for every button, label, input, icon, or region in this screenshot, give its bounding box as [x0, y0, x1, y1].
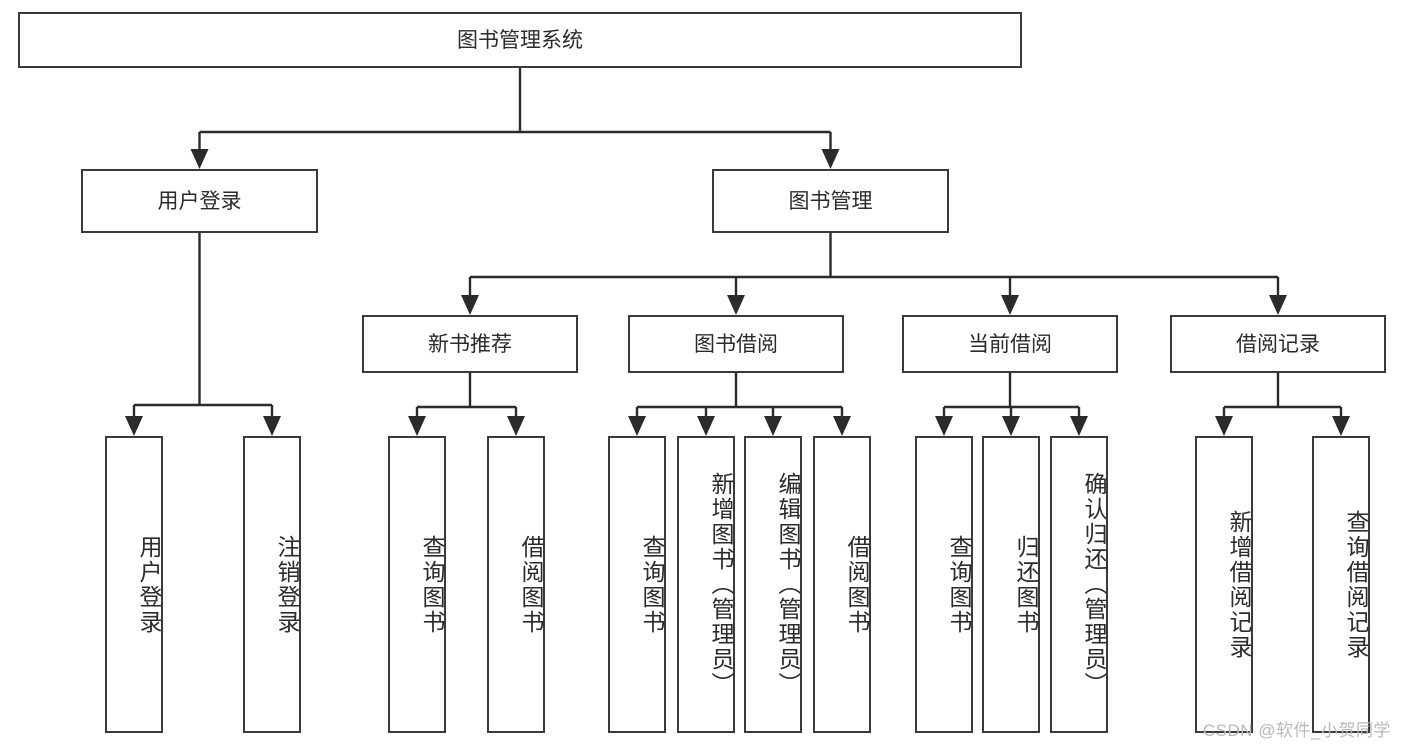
- node-label-rec-borrow-book: 借阅图书: [518, 534, 544, 635]
- node-label-cur-query-book: 查询图书: [946, 534, 972, 635]
- node-borrow-edit-book[interactable]: 编辑图书（管理员）: [744, 436, 802, 733]
- node-label-borrow-record: 借阅记录: [1236, 332, 1320, 356]
- arrow-head-borrow-add-book: [697, 416, 715, 436]
- arrow-head-rec-add-record: [1215, 416, 1233, 436]
- arrow-head-rec-borrow-book: [507, 416, 525, 436]
- arrow-head-borrow-record: [1269, 295, 1287, 315]
- node-borrow-query-book[interactable]: 查询图书: [608, 436, 666, 733]
- node-label-rec-add-record: 新增借阅记录: [1226, 509, 1252, 660]
- arrow-head-cur-confirm-return: [1070, 416, 1088, 436]
- node-label-borrow-edit-book: 编辑图书（管理员）: [775, 472, 801, 697]
- arrow-head-cur-return-book: [1002, 416, 1020, 436]
- arrow-head-login-user-login: [125, 416, 143, 436]
- arrow-head-borrow-edit-book: [764, 416, 782, 436]
- node-book-manage[interactable]: 图书管理: [712, 169, 949, 233]
- node-current-borrow[interactable]: 当前借阅: [902, 315, 1118, 373]
- node-rec-add-record[interactable]: 新增借阅记录: [1195, 436, 1253, 733]
- node-label-book-borrow: 图书借阅: [694, 332, 778, 356]
- node-borrow-borrow-book[interactable]: 借阅图书: [813, 436, 871, 733]
- node-label-current-borrow: 当前借阅: [968, 332, 1052, 356]
- arrow-head-book-borrow: [727, 295, 745, 315]
- watermark-text: CSDN @软件_小贺同学: [1202, 721, 1391, 740]
- arrow-head-rec-query-book: [408, 416, 426, 436]
- arrow-head-login-logout: [263, 416, 281, 436]
- node-borrow-add-book[interactable]: 新增图书（管理员）: [677, 436, 735, 733]
- node-label-new-book-rec: 新书推荐: [428, 332, 512, 356]
- node-rec-query-book[interactable]: 查询图书: [388, 436, 446, 733]
- node-label-rec-query-book: 查询图书: [419, 534, 445, 635]
- node-rec-query-record[interactable]: 查询借阅记录: [1312, 436, 1370, 733]
- node-borrow-record[interactable]: 借阅记录: [1170, 315, 1386, 373]
- node-book-borrow[interactable]: 图书借阅: [628, 315, 844, 373]
- node-login-user-login[interactable]: 用户登录: [105, 436, 163, 733]
- node-label-book-manage: 图书管理: [788, 189, 873, 213]
- node-label-rec-query-record: 查询借阅记录: [1343, 509, 1369, 660]
- arrow-head-borrow-borrow-book: [833, 416, 851, 436]
- node-root[interactable]: 图书管理系统: [18, 12, 1022, 68]
- node-label-login-user-login: 用户登录: [136, 534, 162, 635]
- arrow-head-new-book-rec: [461, 295, 479, 315]
- arrow-head-user-login: [190, 149, 209, 169]
- node-label-user-login: 用户登录: [157, 189, 242, 213]
- node-label-root: 图书管理系统: [457, 28, 583, 52]
- node-cur-confirm-return[interactable]: 确认归还（管理员）: [1050, 436, 1108, 733]
- arrow-head-current-borrow: [1001, 295, 1019, 315]
- node-user-login[interactable]: 用户登录: [81, 169, 318, 233]
- node-cur-return-book[interactable]: 归还图书: [982, 436, 1040, 733]
- arrow-head-cur-query-book: [935, 416, 953, 436]
- node-label-borrow-query-book: 查询图书: [639, 534, 665, 635]
- arrow-head-book-manage: [821, 149, 840, 169]
- node-label-borrow-add-book: 新增图书（管理员）: [708, 472, 734, 697]
- node-cur-query-book[interactable]: 查询图书: [915, 436, 973, 733]
- node-rec-borrow-book[interactable]: 借阅图书: [487, 436, 545, 733]
- arrow-head-borrow-query-book: [628, 416, 646, 436]
- node-label-cur-confirm-return: 确认归还（管理员）: [1081, 472, 1107, 697]
- node-label-borrow-borrow-book: 借阅图书: [844, 534, 870, 635]
- node-label-login-logout: 注销登录: [274, 534, 300, 635]
- node-login-logout[interactable]: 注销登录: [243, 436, 301, 733]
- node-new-book-rec[interactable]: 新书推荐: [362, 315, 578, 373]
- node-label-cur-return-book: 归还图书: [1013, 534, 1039, 635]
- arrow-head-rec-query-record: [1332, 416, 1350, 436]
